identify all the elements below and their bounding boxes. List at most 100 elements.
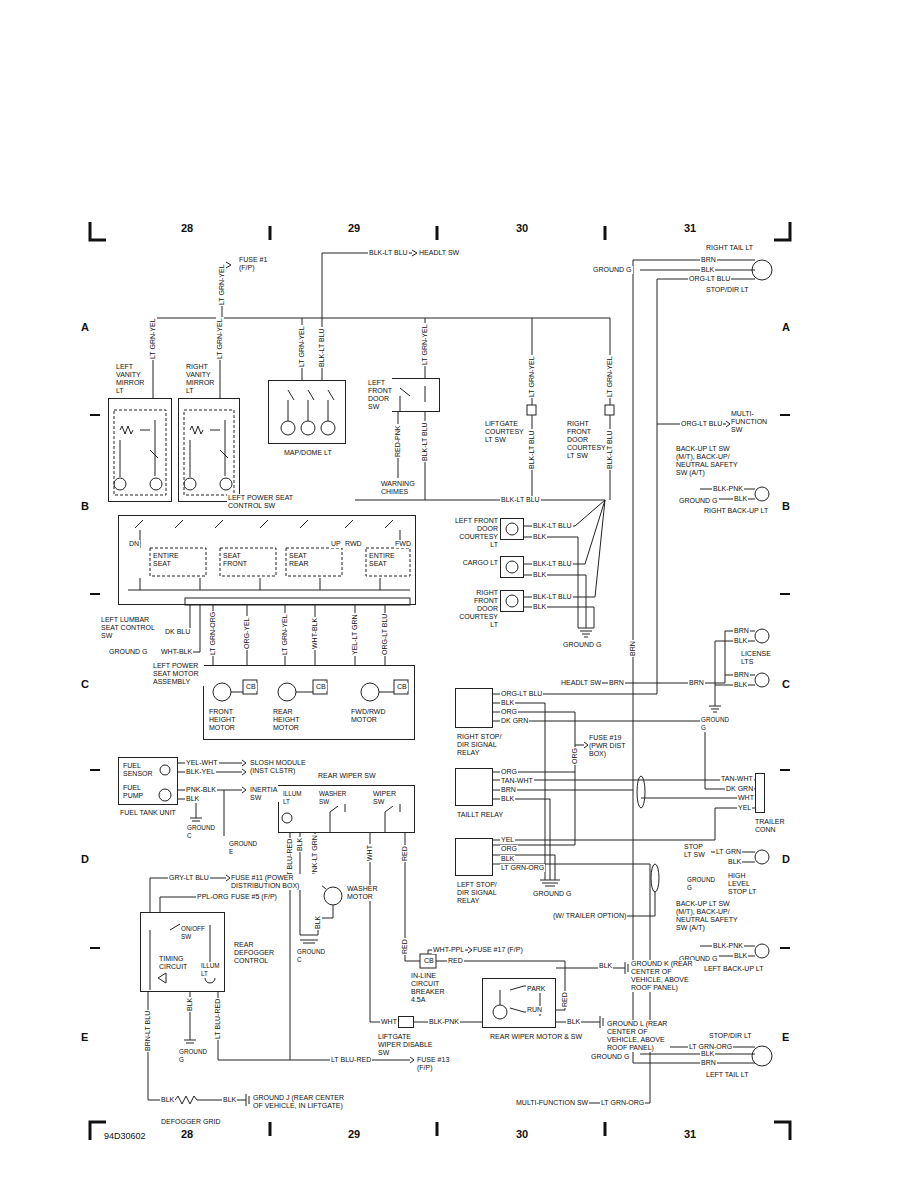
wire-label: DN xyxy=(128,540,140,548)
wire-label: YEL xyxy=(737,804,752,812)
grid-number: 28 xyxy=(180,1128,194,1141)
grid-letter: B xyxy=(80,500,90,513)
wire-label: HEADLT SW xyxy=(418,249,460,257)
wire-label: LT GRN-ORG xyxy=(600,1099,645,1107)
component-box: RIGHT VANITY MIRROR LT xyxy=(178,398,240,502)
wire-label: REAR HEIGHT MOTOR xyxy=(272,708,304,732)
wire-label: FUSE #13 (F/P) xyxy=(416,1056,454,1072)
component-name: LEFT VANITY MIRROR LT xyxy=(115,363,147,395)
grid-letter: D xyxy=(781,853,791,866)
wire-label: DEFOGGER GRID xyxy=(160,1118,222,1126)
grid-letter: C xyxy=(80,678,90,691)
wire-label: RUN xyxy=(526,1006,543,1014)
wire-label: WHT xyxy=(366,844,374,862)
wire-label: HEADLT SW xyxy=(560,679,602,687)
wire-label: WHT xyxy=(380,1018,398,1026)
wire-label: LICENSE LTS xyxy=(740,650,772,666)
wire-label: DK BLU xyxy=(164,628,191,636)
wire-label: SEAT REAR xyxy=(288,552,318,568)
wire-label: BLK-LT BLU xyxy=(532,593,573,601)
wire-label: CB xyxy=(315,683,327,691)
wire-label: YEL-WHT xyxy=(185,759,219,767)
wire-label: LT GRN-YEL xyxy=(216,317,224,360)
grid-number: 29 xyxy=(347,222,361,235)
wire-label: BRN xyxy=(733,627,750,635)
component-box: LIFTGATE WIPER DISABLE SW xyxy=(398,1016,414,1028)
wire-label: PARK xyxy=(526,985,547,993)
wire-label: LT GRN-YEL xyxy=(606,355,614,398)
component-box: LEFT FRONT DOOR COURTESY LT xyxy=(500,518,524,540)
wire-label: ORG xyxy=(500,845,518,853)
wire-label: BLK-LT BLU xyxy=(421,421,429,462)
wire-label: ORG-LT BLU xyxy=(500,690,543,698)
component-name: REAR DEFOGGER CONTROL xyxy=(233,941,281,965)
component-name: FUEL PUMP xyxy=(122,784,152,800)
wire-label: WASHER SW xyxy=(318,790,344,806)
wire-label: MULTI-FUNCTION SW xyxy=(730,410,776,434)
wire-label: (W/ TRAILER OPTION) xyxy=(552,912,627,920)
wire-label: YEL xyxy=(500,836,515,844)
wire-label: FUSE #5 (F/P) xyxy=(230,893,278,901)
component-name: TRAILER CONN xyxy=(754,818,790,834)
wire-label: RED-PNK xyxy=(394,424,402,458)
component-box: MAP/DOME LT xyxy=(268,380,346,444)
wire-label: GROUND G xyxy=(678,497,719,505)
wire-label: BLK xyxy=(733,952,748,960)
page-frame xyxy=(90,222,790,1140)
wire-label: GROUND G xyxy=(108,648,149,656)
wire-label: DK GRN xyxy=(725,785,754,793)
wire-label: GROUND G xyxy=(178,1048,204,1064)
component-box: REAR DEFOGGER CONTROL xyxy=(140,912,225,992)
component-name: LEFT FRONT DOOR COURTESY LT xyxy=(451,517,499,549)
wire-label: LT GRN-YEL xyxy=(218,263,226,306)
wire-label: LT GRN-YEL xyxy=(298,325,306,368)
wire-label: PNK-LT GRN xyxy=(311,834,319,878)
wire-label: FWD xyxy=(394,540,412,548)
wire-label: FUSE #17 (F/P) xyxy=(472,946,524,954)
wire-label: ORG-YEL xyxy=(243,616,251,650)
wires xyxy=(114,250,772,1106)
component-name: LEFT POWER SEAT CONTROL SW xyxy=(227,494,295,510)
wire-label: CB xyxy=(245,683,257,691)
wire-label: GROUND C xyxy=(296,948,322,964)
wire-label: GROUND G xyxy=(562,641,603,649)
wire-label: BLK-LT BLU xyxy=(500,496,541,504)
component-box: TRAILER CONN xyxy=(755,773,765,813)
grid-number: 30 xyxy=(515,1128,529,1141)
component-name: RIGHT VANITY MIRROR LT xyxy=(185,363,217,395)
component-name: MAP/DOME LT xyxy=(283,449,333,457)
wire-label: BLK xyxy=(222,1096,237,1104)
wire-label: CB xyxy=(396,683,408,691)
wire-label: BRN xyxy=(733,671,750,679)
wire-label: BLK xyxy=(532,571,547,579)
wire-label: GRY-LT BLU xyxy=(168,874,210,882)
wire-label: BLK xyxy=(727,858,742,866)
wire-label: STOP LT SW xyxy=(683,843,711,859)
wire-label: FUSE #1 (F/P) xyxy=(238,256,274,272)
wire-label: BLK xyxy=(532,603,547,611)
wire-label: STOP/DIR LT xyxy=(705,286,750,294)
wire-label: BLK xyxy=(500,855,515,863)
figure-number: 94D30602 xyxy=(103,1131,147,1142)
wire-label: GROUND J (REAR CENTER OF VEHICLE, IN LIF… xyxy=(252,1094,354,1110)
grid-letter: A xyxy=(80,321,90,334)
wire-label: DK GRN xyxy=(500,717,529,725)
wire-label: RIGHT BACK-UP LT xyxy=(703,507,769,515)
wire-label: BLK xyxy=(500,795,515,803)
wire-label: GROUND E xyxy=(228,840,254,856)
grid-number: 28 xyxy=(180,222,194,235)
wire-label: BLK xyxy=(733,681,748,689)
wire-label: BLK xyxy=(598,962,613,970)
wire-label: RWD xyxy=(344,540,363,548)
grid-number: 29 xyxy=(347,1128,361,1141)
wire-label: WASHER MOTOR xyxy=(346,885,378,901)
wire-label: BRN xyxy=(688,679,705,687)
wire-label: GROUND G xyxy=(700,716,728,732)
wire-label: WHT-PPL xyxy=(432,946,465,954)
wire-label: BACK-UP LT SW (M/T), BACK-UP/ NEUTRAL SA… xyxy=(675,445,741,477)
wire-label: GROUND L (REAR CENTER OF VEHICLE, ABOVE … xyxy=(606,1020,670,1052)
wire-label: RED xyxy=(561,991,569,1008)
wire-label: BLK xyxy=(532,533,547,541)
wire-label: GROUND G xyxy=(532,890,573,898)
